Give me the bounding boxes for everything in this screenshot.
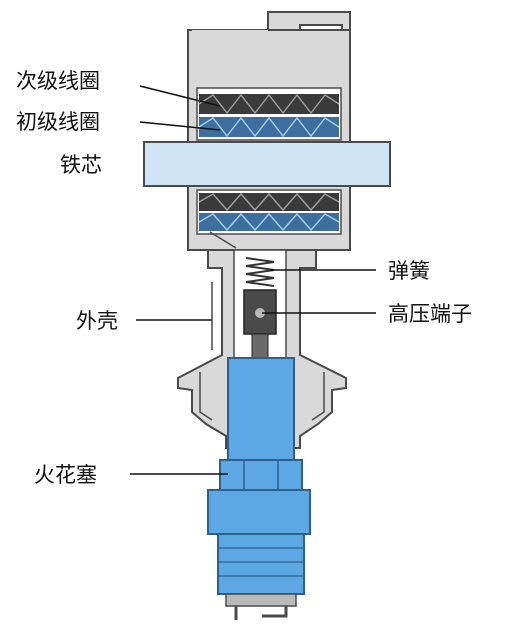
terminal-contact [255,308,265,318]
lower-primary-coil [198,212,340,232]
label-spark-plug: 火花塞 [34,463,97,487]
secondary-coil-leader [139,85,221,107]
primary-coil-leader [139,121,221,131]
label-spring: 弹簧 [388,259,430,283]
connector-slot [192,30,268,70]
spark-plug [207,357,311,620]
outer-shell-rib-right [311,372,325,421]
iron-core [143,141,391,187]
label-iron-core: 铁芯 [60,153,102,177]
spring [245,257,275,287]
outer-shell-rib-left [199,372,213,421]
label-high-voltage-terminal: 高压端子 [388,302,472,326]
label-secondary-coil: 次级线圈 [16,69,100,93]
terminal-stem [251,333,269,359]
label-primary-coil: 初级线圈 [16,110,100,134]
secondary-coil [198,93,340,115]
primary-coil [198,116,340,138]
coil-lead [209,231,237,249]
lower-secondary-coil [198,192,340,212]
label-housing: 外壳 [76,309,118,333]
